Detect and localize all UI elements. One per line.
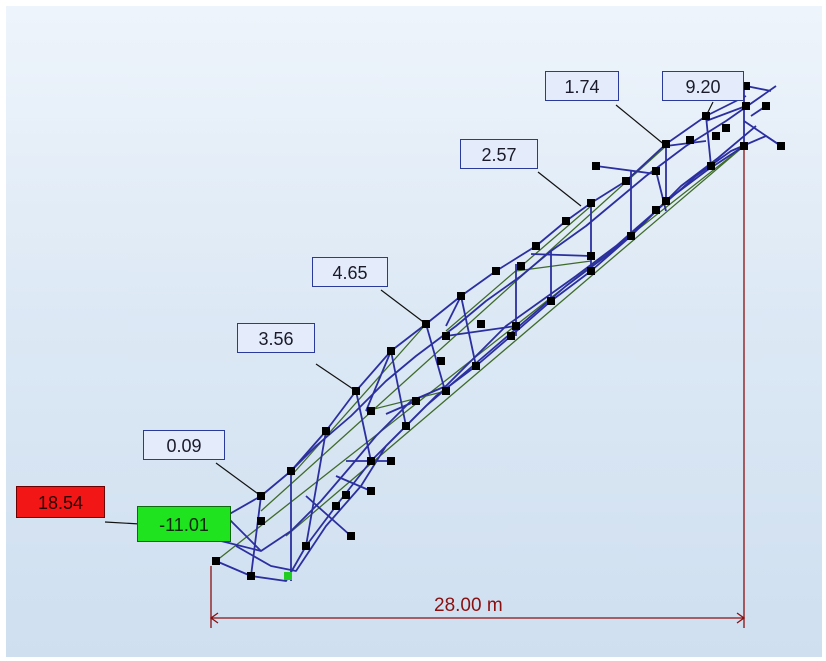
force-label-3[interactable]: 2.57 [460,139,538,169]
force-label-5[interactable]: 3.56 [237,323,315,353]
force-label-1[interactable]: 1.74 [545,71,619,101]
reaction-label-green[interactable]: -11.01 [137,506,231,542]
dimension-label: 28.00 m [434,595,503,616]
force-label-2[interactable]: 9.20 [662,71,744,101]
leader-lines [104,101,714,529]
support-node[interactable] [284,572,292,580]
3d-viewport[interactable]: 1.74 9.20 2.57 4.65 3.56 0.09 18.54 -11.… [6,6,822,657]
force-label-6[interactable]: 0.09 [143,430,225,460]
node-markers[interactable] [212,82,785,580]
truss-scene[interactable] [6,6,822,657]
force-label-4[interactable]: 4.65 [312,257,388,287]
dimension-line [209,146,746,628]
reaction-label-red[interactable]: 18.54 [16,486,105,518]
